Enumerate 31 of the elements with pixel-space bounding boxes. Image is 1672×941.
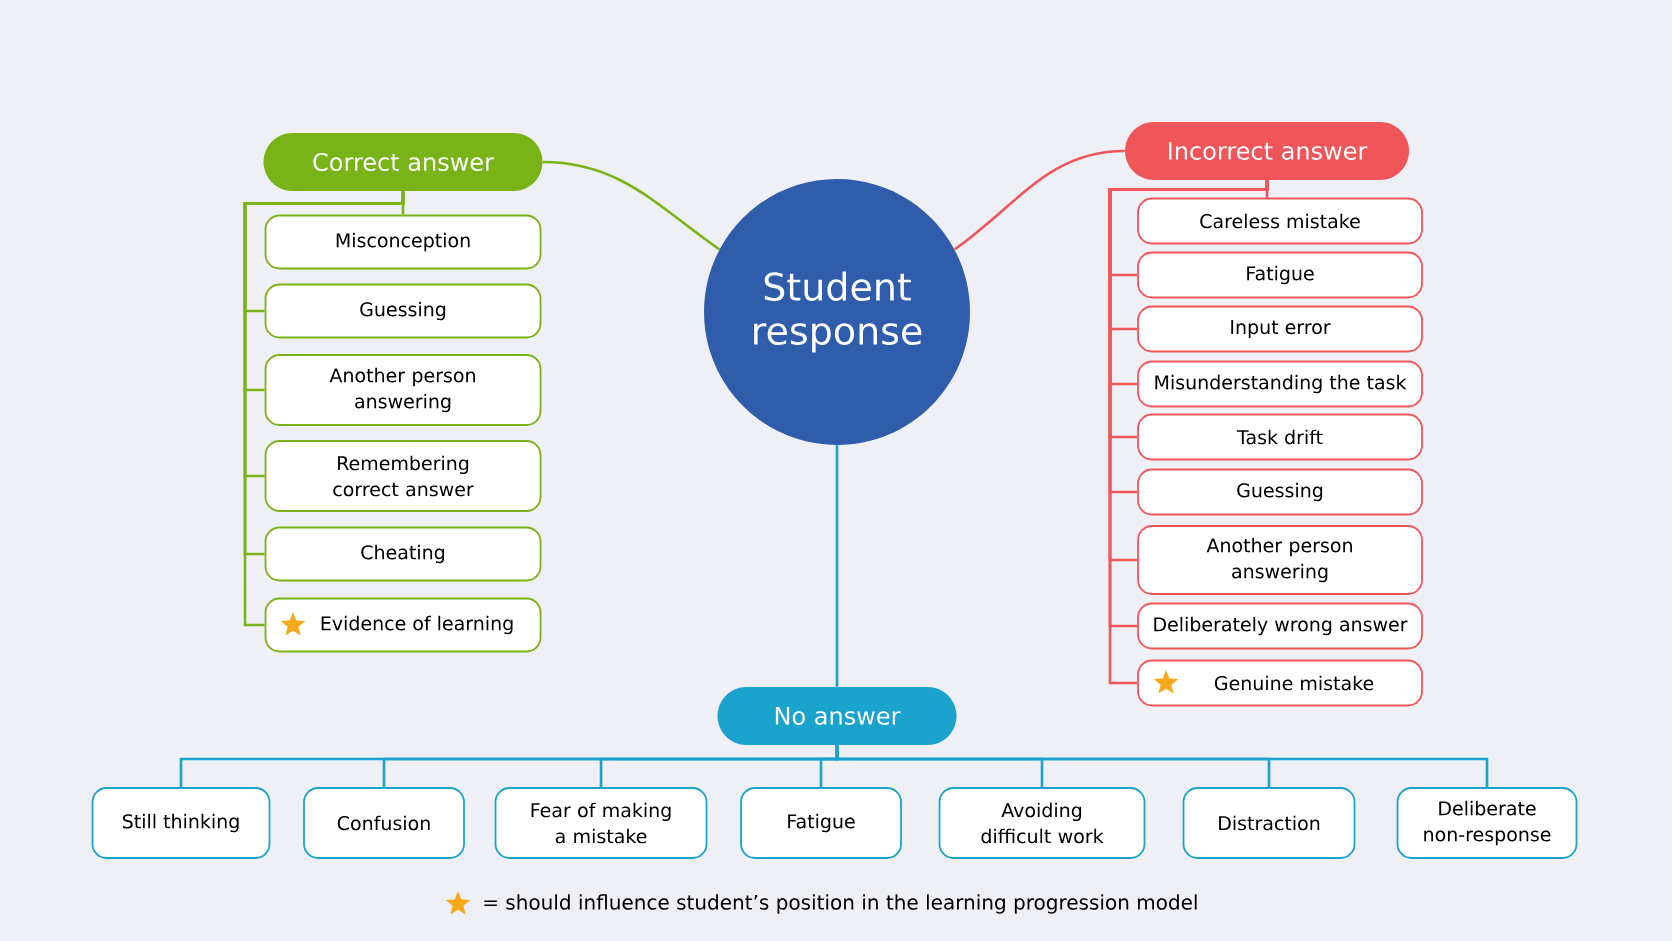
reason-box: Fatigue: [740, 787, 902, 859]
reason-box: Fear of making a mistake: [494, 787, 708, 859]
category-pill: No answer: [717, 687, 957, 745]
reason-box: Task drift: [1137, 413, 1423, 461]
reason-box: Avoiding difficult work: [938, 787, 1146, 859]
reason-box: Deliberately wrong answer: [1137, 602, 1423, 650]
legend-text: = should influence student’s position in the learning progression model: [484, 894, 1197, 914]
reason-box: Genuine mistake: [1137, 659, 1423, 707]
reason-box: Guessing: [264, 283, 542, 339]
connector-line: [243, 191, 405, 627]
reason-box: Input error: [1137, 305, 1423, 353]
reason-box: Cheating: [264, 526, 542, 582]
reason-box: Evidence of learning: [264, 597, 542, 653]
reason-box: Misconception: [264, 214, 542, 270]
reason-box: Guessing: [1137, 468, 1423, 516]
reason-box: Misunderstanding the task: [1137, 360, 1423, 408]
reason-box: Another person answering: [264, 354, 542, 426]
connector-line: [953, 149, 1125, 251]
reason-box: Remembering correct answer: [264, 440, 542, 512]
reason-box: Still thinking: [91, 787, 271, 859]
reason-box: Careless mistake: [1137, 197, 1423, 245]
connector-line: [835, 445, 839, 687]
connector-line: [542, 160, 721, 251]
connector-line: [835, 745, 1489, 788]
reason-box: Another person answering: [1137, 525, 1423, 595]
reason-box: Fatigue: [1137, 251, 1423, 299]
reason-box: Confusion: [303, 787, 465, 859]
reason-box: Deliberate non-response: [1396, 787, 1578, 859]
category-pill: Correct answer: [263, 133, 543, 191]
category-pill: Incorrect answer: [1125, 122, 1409, 180]
reason-box: Distraction: [1182, 787, 1356, 859]
